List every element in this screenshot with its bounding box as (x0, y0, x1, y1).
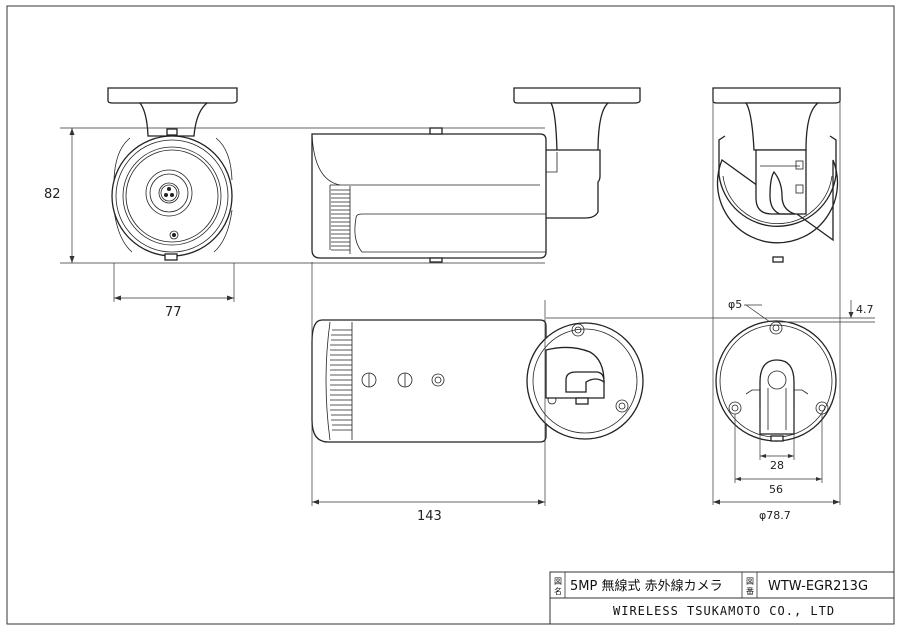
rear-view (712, 87, 841, 263)
dim-hole-diameter-label: φ5 (728, 298, 742, 311)
title-name-label-top: 図 (554, 577, 562, 586)
title-product-name: 5MP 無線式 赤外線カメラ (570, 578, 723, 594)
dim-inner-spacing-label: 28 (770, 459, 784, 472)
dim-front-width-label: 77 (165, 305, 182, 320)
dim-body-length-label: 143 (417, 509, 442, 524)
bottom-view (311, 319, 644, 443)
dimension-outer-spacing: 56 (734, 414, 823, 496)
dimension-base-diameter: φ78.7 (713, 499, 840, 522)
dimension-body-length: 143 (311, 262, 546, 524)
sheet-border (6, 5, 895, 625)
front-view (107, 87, 238, 261)
dimension-hole: φ5 4.7 (546, 298, 875, 323)
title-block: 図 名 5MP 無線式 赤外線カメラ 図 番 WTW-EGR213G WIREL… (549, 571, 895, 625)
title-company: WIRELESS TSUKAMOTO CO., LTD (613, 604, 835, 618)
dim-outer-spacing-label: 56 (769, 483, 783, 496)
dimension-front-width: 77 (113, 263, 235, 320)
title-model-number: WTW-EGR213G (768, 579, 868, 594)
dim-base-diameter-label: φ78.7 (759, 509, 791, 522)
side-view (311, 87, 641, 263)
dim-hole-offset-label: 4.7 (856, 303, 874, 316)
base-plate-view (715, 320, 837, 442)
dim-height-label: 82 (44, 187, 61, 202)
dimension-inner-spacing: 28 (759, 408, 795, 472)
title-name-label-bottom: 名 (554, 586, 562, 596)
title-number-label-bottom: 番 (746, 586, 754, 596)
dimension-height: 82 (44, 127, 545, 264)
title-number-label-top: 図 (746, 577, 754, 586)
